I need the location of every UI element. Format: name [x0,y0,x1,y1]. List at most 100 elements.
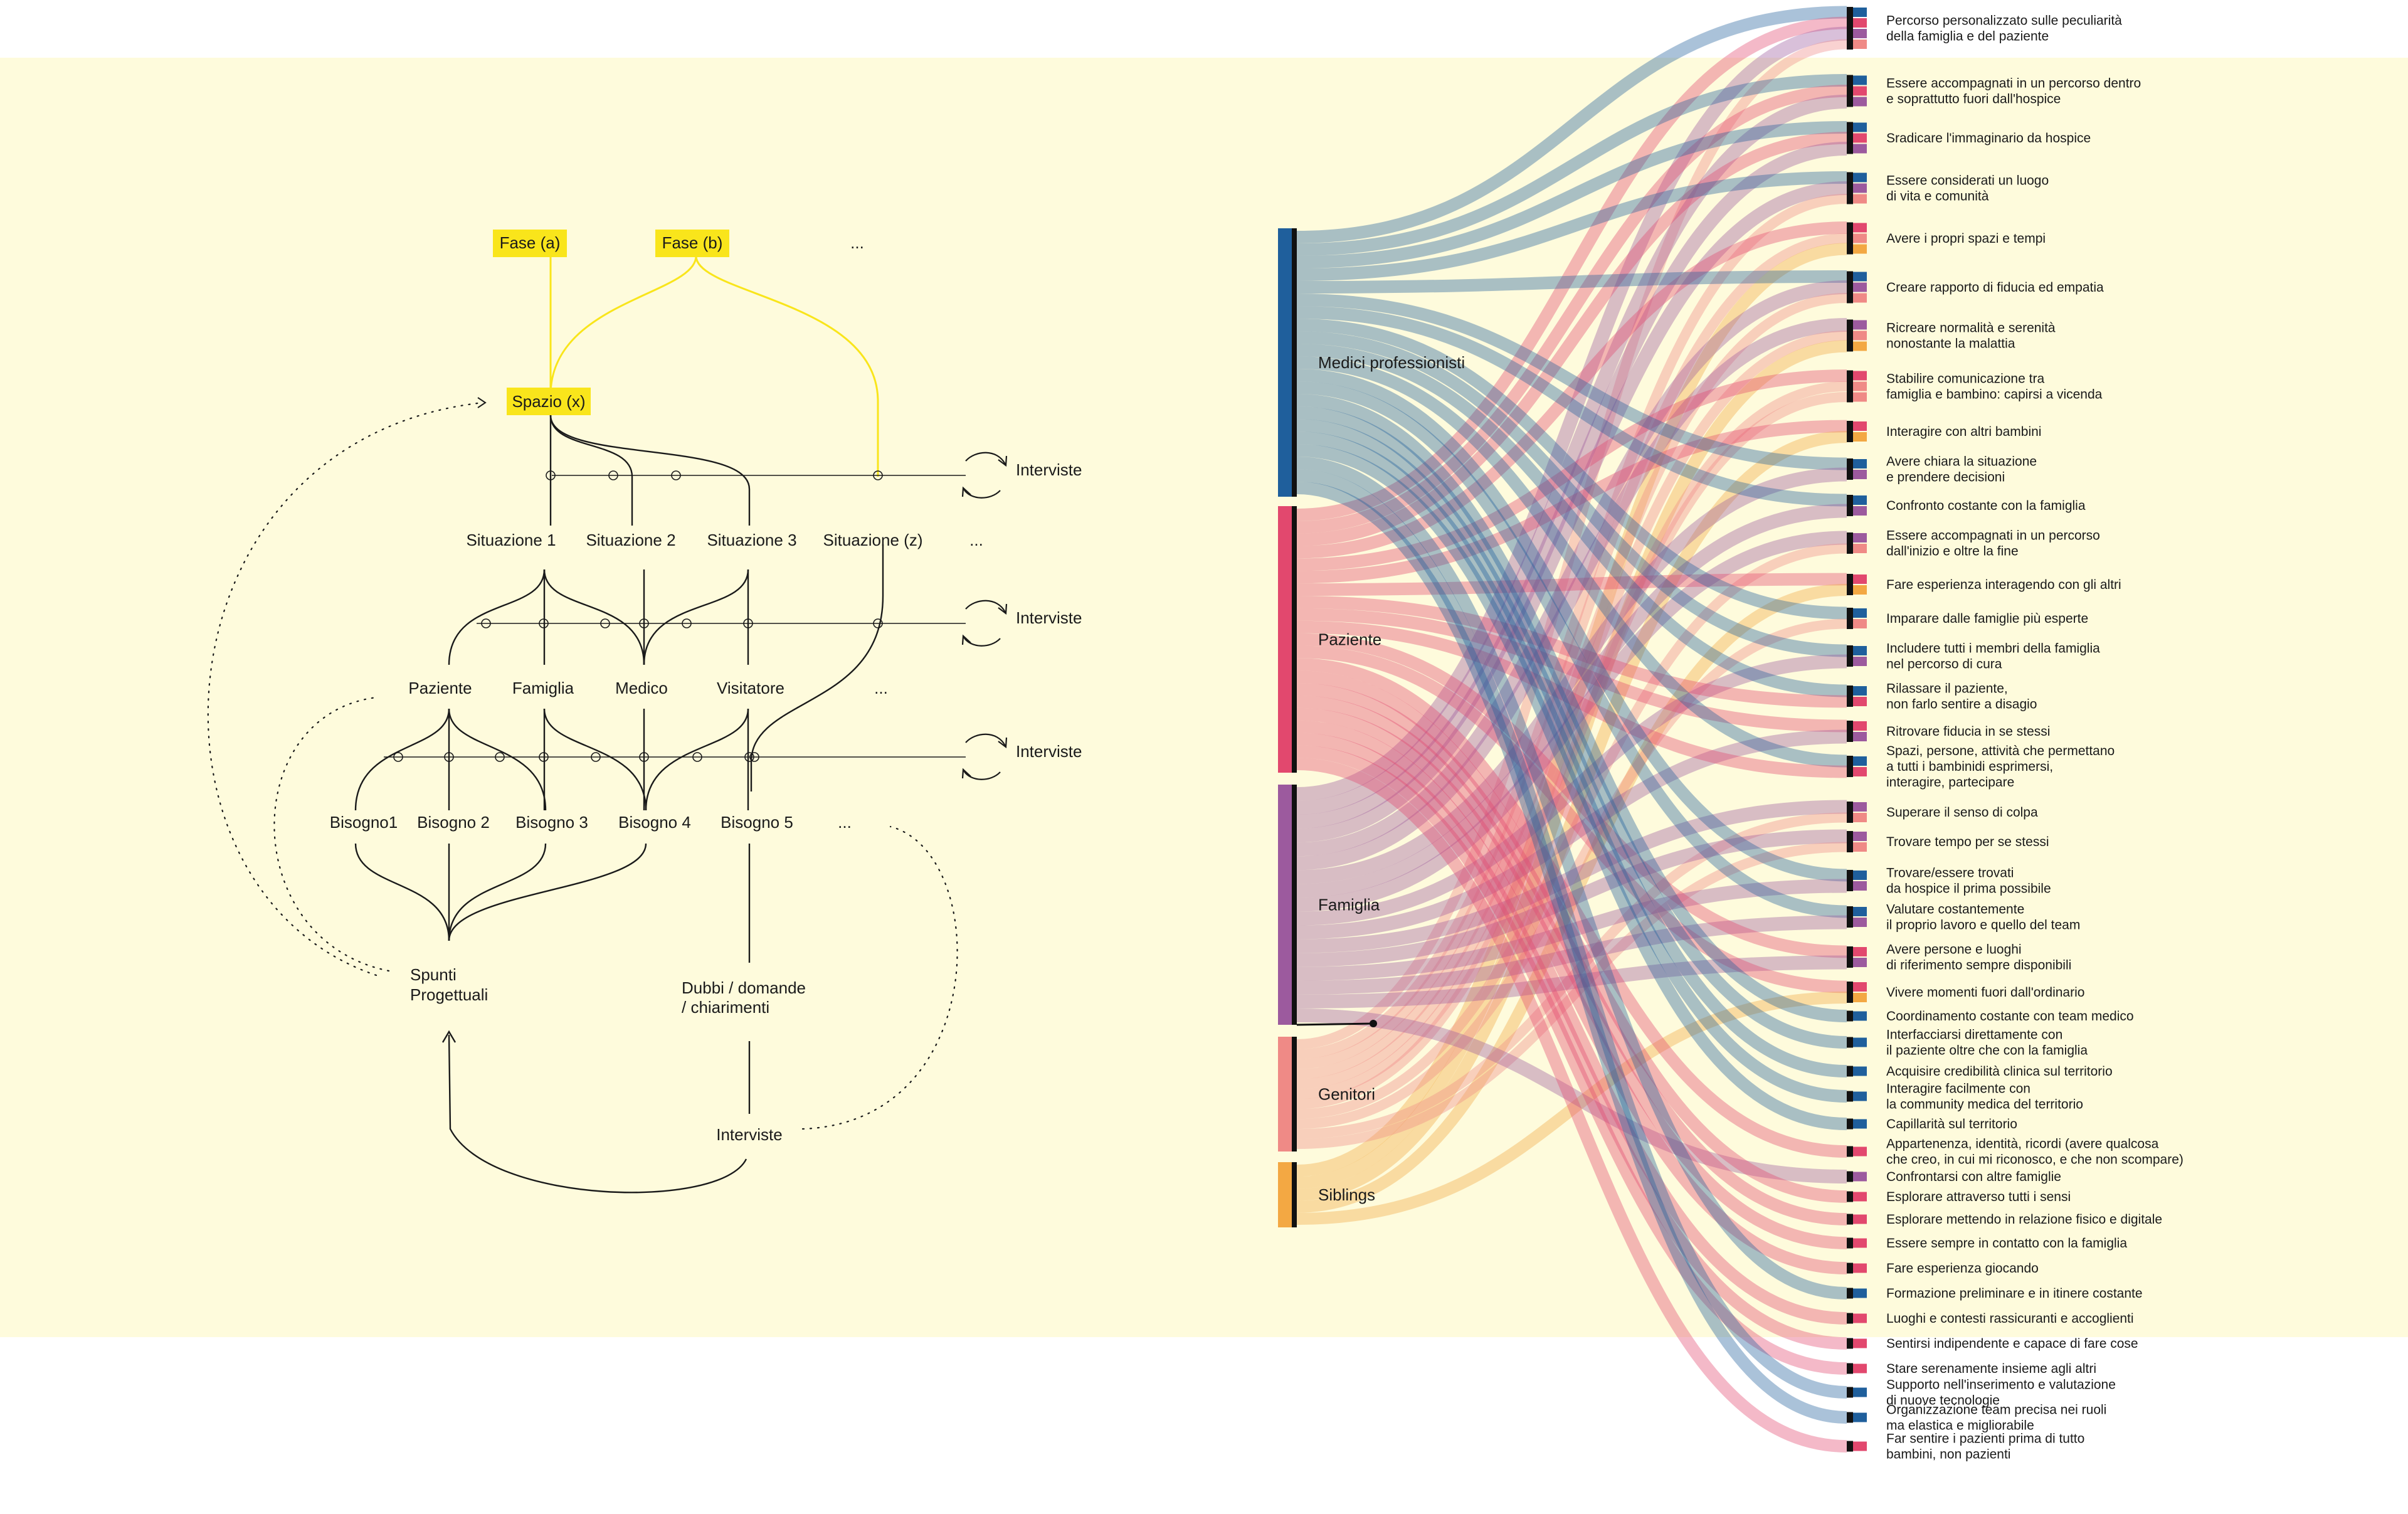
flow-medici [1296,431,1847,1103]
target-segment-medici [1853,122,1867,132]
flow-paziente [1296,369,1847,571]
flow-genitori [1296,842,1847,1150]
target-segment-paziente [1853,86,1867,96]
source-bar-siblings [1278,1162,1293,1227]
target-stub [1847,1412,1853,1423]
flow-medici [1296,381,1847,918]
target-segment-paziente [1853,1238,1867,1248]
target-label-line: Includere tutti i membri della famiglia [1886,642,2100,656]
flow-paziente [1296,670,1847,1203]
target-stub [1847,574,1853,595]
target-label-line: Sradicare l'immaginario da hospice [1886,131,2091,146]
space-label: Spazio (x) [512,392,585,411]
target-segment-medici [1853,1011,1867,1021]
target-label-line: nel percorso di cura [1886,657,2002,672]
target-segment-famiglia [1853,320,1867,330]
interviste-3: Interviste [1016,742,1082,761]
target-segment-medici [1853,1288,1867,1298]
target-label-line: Percorso personalizzato sulle peculiarit… [1886,14,2122,28]
target-segment-medici [1853,459,1867,468]
flow-famiglia [1296,800,1847,953]
target-stub [1847,122,1853,154]
actor-paziente: Paziente [408,679,472,697]
target-segment-genitori [1853,381,1867,391]
target-stub [1847,319,1853,352]
target-segment-genitori [1853,842,1867,852]
target-stub [1847,1288,1853,1299]
flow-famiglia [1296,94,1847,815]
interviste-cycle-icons [961,452,1008,780]
target-segment-siblings [1853,585,1867,595]
target-label-line: Avere persone e luoghi [1886,943,2022,957]
target-label-line: Trovare/essere trovati [1886,866,2014,881]
target-segment-genitori [1853,233,1867,243]
target-stub [1847,1441,1853,1452]
target-label-line: ma elastica e migliorabile [1886,1419,2034,1433]
target-segment-paziente [1853,1313,1867,1323]
flow-paziente [1296,608,1847,733]
source-bar-famiglia [1278,785,1293,1025]
target-stub [1847,1363,1853,1374]
flow-genitori [1296,39,1847,1049]
flow-famiglia [1296,654,1847,926]
flow-famiglia [1296,181,1847,843]
flow-paziente [1296,707,1847,1274]
target-stub [1847,946,1853,968]
target-stub [1847,906,1853,928]
space-box [507,388,591,415]
target-stub [1847,1191,1853,1202]
situazione-3: Situazione 3 [707,531,796,549]
target-label-line: Spazi, persone, attività che permettano [1886,744,2115,758]
target-stub [1847,1118,1853,1130]
flow-paziente [1296,758,1847,1453]
target-label-line: Coordinamento costante con team medico [1886,1009,2134,1024]
famiglia-connector [1296,1022,1374,1026]
target-stub [1847,1237,1853,1249]
target-segment-medici [1853,756,1867,766]
target-stub [1847,802,1853,823]
target-segment-genitori [1853,293,1867,303]
target-stub [1847,686,1853,707]
flow-medici [1296,457,1847,1300]
flow-famiglia [1296,26,1847,802]
flow-genitori [1296,618,1847,1130]
flow-siblings [1296,430,1847,1201]
target-segment-medici [1853,686,1867,696]
flow-genitori [1296,194,1847,1059]
target-segment-medici [1853,1387,1867,1397]
target-stub [1847,1146,1853,1157]
target-label-line: nonostante la malattia [1886,337,2015,351]
target-label-line: Essere considerati un luogo [1886,174,2049,188]
source-label-paziente: Paziente [1318,630,1381,649]
flow-siblings [1296,340,1847,1189]
flow-genitori [1296,293,1847,1079]
target-label-line: Essere accompagnati in un percorso dentr… [1886,77,2141,91]
target-label-line: Avere i propri spazi e tempi [1886,231,2046,246]
flow-famiglia [1296,531,1847,912]
source-label-medici: Medici professionisti [1318,353,1465,372]
flow-famiglia [1296,1008,1847,1184]
target-segment-genitori [1853,392,1867,402]
flow-medici [1296,6,1847,243]
target-stub [1847,1338,1853,1349]
target-label-line: Valutare costantemente [1886,903,2024,917]
target-label-line: da hospice il prima possibile [1886,882,2051,896]
target-stub [1847,756,1853,777]
target-label-line: Luoghi e contesti rassicuranti e accogli… [1886,1311,2134,1326]
flow-famiglia [1296,955,1847,1008]
flow-paziente [1296,745,1847,1375]
bisogno-3: Bisogno 3 [515,813,588,832]
target-segment-medici [1853,1066,1867,1076]
phase-b-label: Fase (b) [662,233,723,252]
target-segment-siblings [1853,432,1867,442]
spunti-line-1: Spunti [410,965,457,984]
process-connectors [354,415,966,1194]
target-label-line: la community medica del territorio [1886,1098,2083,1112]
flow-paziente [1296,16,1847,521]
target-label-line: Essere accompagnati in un percorso [1886,529,2100,543]
phase-b-box [655,230,729,257]
target-segment-famiglia [1853,97,1867,107]
target-segment-famiglia [1853,881,1867,891]
background-band [0,58,2408,1337]
flow-medici [1296,319,1847,620]
